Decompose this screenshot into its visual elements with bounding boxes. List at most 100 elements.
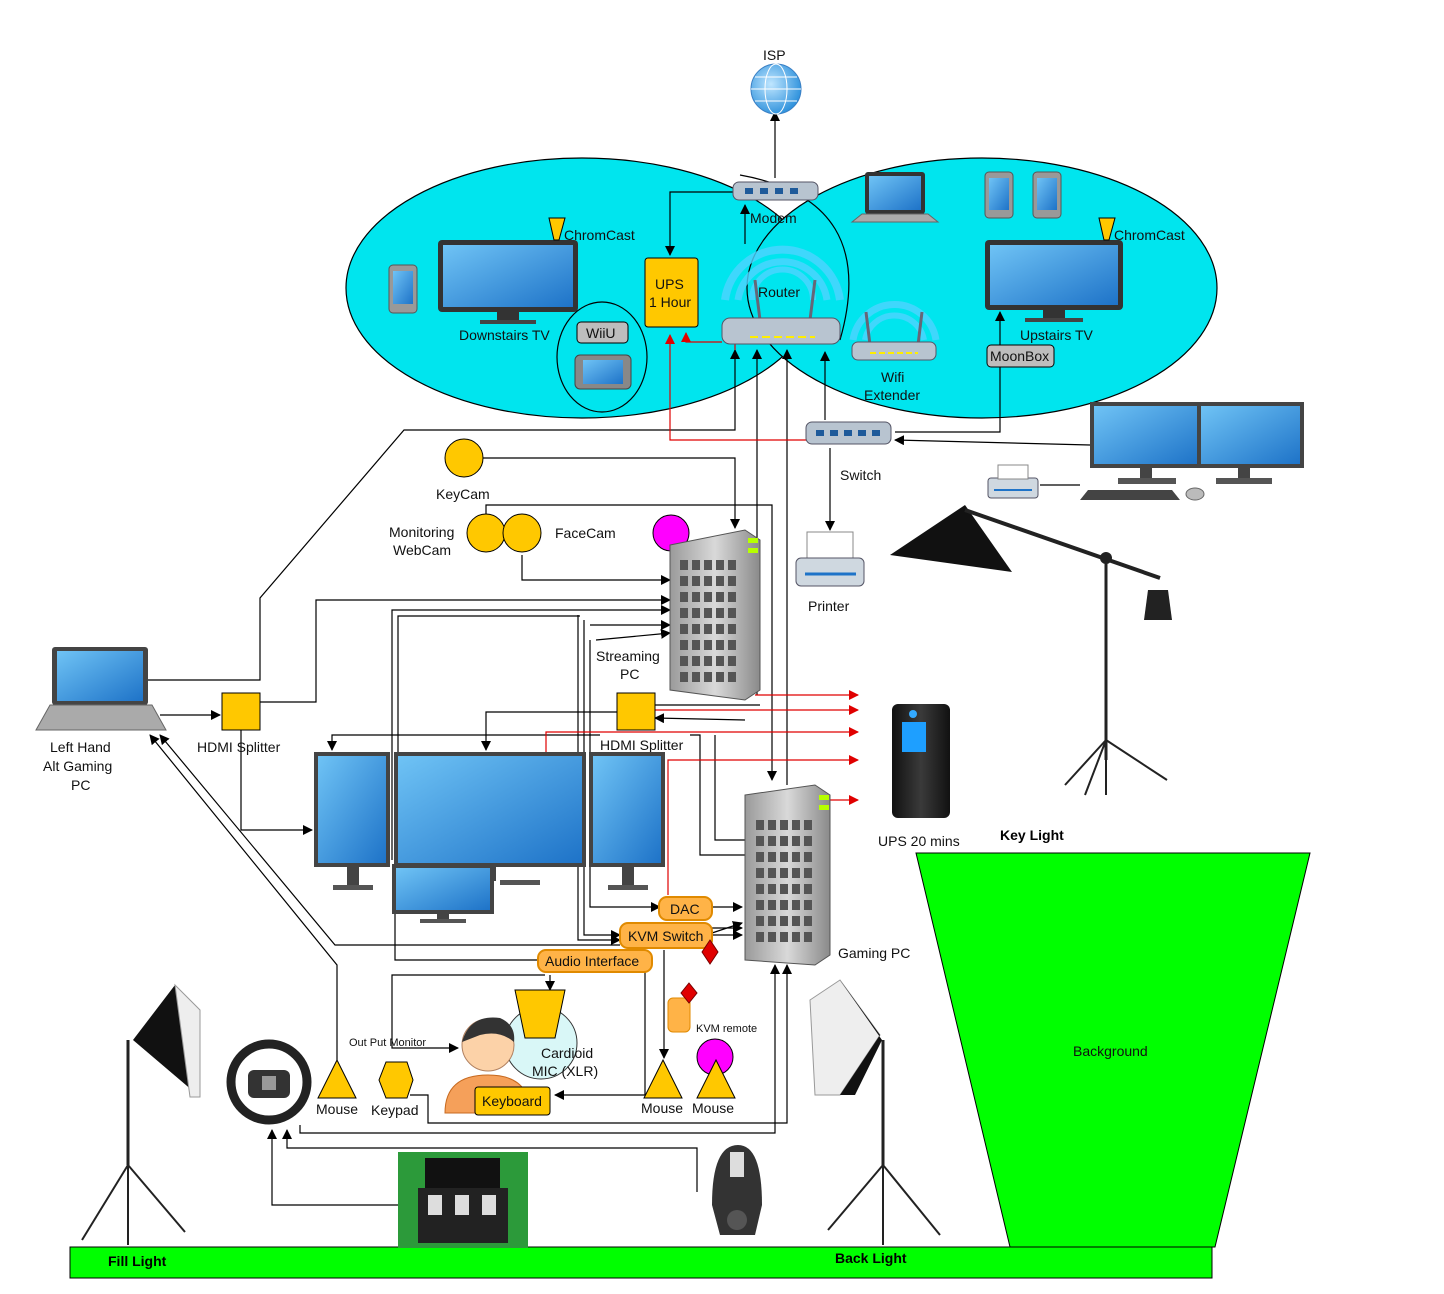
keycam-label: KeyCam [436, 486, 490, 502]
gear-shifter-icon[interactable] [712, 1145, 762, 1235]
wiiu-label: WiiU [586, 325, 616, 341]
kvm-switch-box[interactable] [619, 922, 713, 949]
back-light-label: Back Light [835, 1250, 907, 1266]
isp-globe-icon[interactable] [750, 63, 802, 115]
workstation-dual-monitor-icon[interactable] [1080, 402, 1304, 501]
chromecast-left-icon[interactable] [548, 217, 566, 241]
power-wiring [545, 330, 859, 895]
mouse-left-icon[interactable] [317, 1058, 357, 1099]
key-light-icon[interactable] [890, 505, 1172, 796]
fill-light-label: Fill Light [108, 1253, 167, 1269]
laptop-top-icon[interactable] [850, 172, 940, 223]
router-icon[interactable] [721, 245, 844, 345]
modem-label: Modem [750, 210, 797, 226]
left-pc-label-1: Left Hand [50, 739, 111, 755]
mouse-right-icon[interactable] [696, 1058, 736, 1099]
audio-interface-label: Audio Interface [545, 953, 639, 969]
left-pc-label-2: Alt Gaming [43, 758, 112, 774]
monitor-bottom-icon[interactable] [392, 864, 494, 923]
isp-label: ISP [763, 47, 786, 63]
streaming-pc-tower-icon[interactable] [669, 529, 761, 701]
dac-box[interactable] [658, 896, 713, 921]
router-label: Router [758, 284, 800, 300]
ups20-label: UPS 20 mins [878, 833, 960, 849]
monitor-center-icon[interactable] [394, 752, 586, 885]
moonbox-label: MoonBox [990, 348, 1049, 364]
cardioid-label-1: Cardioid [541, 1045, 593, 1061]
downstairs-tv-icon[interactable] [438, 240, 578, 324]
moonbox-button[interactable] [986, 344, 1055, 368]
dac-label: DAC [670, 901, 700, 917]
printer-label: Printer [808, 598, 850, 614]
switch-label: Switch [840, 467, 881, 483]
gaming-pc-tower-icon[interactable] [744, 784, 831, 966]
monitoring-webcam-label-1: Monitoring [389, 524, 454, 540]
monitor-left-icon[interactable] [314, 752, 390, 890]
keyboard-label: Keyboard [482, 1093, 542, 1109]
wiiu-button[interactable] [576, 321, 629, 344]
kvm-remote-diamond-icon [680, 982, 698, 1004]
kvm-switch-label: KVM Switch [628, 928, 703, 944]
kvm-remote-icon[interactable] [667, 997, 691, 1033]
ups-20-mins-icon[interactable] [892, 704, 950, 818]
printer-icon[interactable] [795, 531, 865, 587]
monitoring-webcam-icon[interactable] [466, 513, 506, 553]
keyboard-box[interactable] [474, 1086, 551, 1116]
upstairs-tv-label: Upstairs TV [1020, 327, 1094, 343]
keypad-label: Keypad [371, 1102, 418, 1118]
hdmi-splitter-right-label: HDMI Splitter [600, 737, 684, 753]
wifi-extender-icon[interactable] [849, 301, 940, 361]
mouse-1-label: Mouse [316, 1101, 358, 1117]
chromecast-right-icon[interactable] [1098, 217, 1116, 241]
desk-printer-icon[interactable] [987, 464, 1039, 499]
chromecast-right-label: ChromCast [1114, 227, 1185, 243]
left-pc-label-3: PC [71, 777, 90, 793]
chromecast-left-label: ChromCast [564, 227, 635, 243]
keycam-icon[interactable] [444, 438, 484, 478]
mouse-2-label: Mouse [641, 1100, 683, 1116]
monitoring-webcam-label-2: WebCam [393, 542, 451, 558]
hdmi-splitter-left-label: HDMI Splitter [197, 739, 281, 755]
phone-right-2-icon[interactable] [1032, 171, 1062, 219]
audio-interface-box[interactable] [537, 949, 653, 973]
wifi-extender-label-1: Wifi [881, 369, 904, 385]
gaming-pc-label: Gaming PC [838, 945, 910, 961]
phone-right-1-icon[interactable] [984, 171, 1014, 219]
ups-1-hour[interactable] [644, 257, 699, 328]
key-light-label: Key Light [1000, 827, 1064, 843]
streaming-pc-label-1: Streaming [596, 648, 660, 664]
facecam-label: FaceCam [555, 525, 616, 541]
streamer-person-icon [444, 1017, 531, 1114]
pedals-icon[interactable] [398, 1152, 528, 1248]
background-label: Background [1073, 1043, 1148, 1059]
streaming-pc-label-2: PC [620, 666, 639, 682]
fill-light-icon[interactable] [81, 983, 201, 1245]
hdmi-splitter-left[interactable] [221, 692, 261, 731]
wiiu-gamepad-icon[interactable] [574, 354, 632, 390]
mouse-3-label: Mouse [692, 1100, 734, 1116]
green-floor [69, 1246, 1213, 1279]
mouse-center-icon[interactable] [643, 1058, 683, 1099]
kvm-diamond-icon [701, 939, 719, 965]
hdmi-splitter-right[interactable] [616, 692, 656, 731]
ups1-label: UPS [655, 276, 684, 292]
upstairs-tv-icon[interactable] [985, 240, 1123, 322]
keypad-icon[interactable] [378, 1061, 414, 1099]
downstairs-tv-label: Downstairs TV [459, 327, 550, 343]
monitor-right-icon[interactable] [589, 752, 665, 890]
green-screen-background [915, 852, 1311, 1248]
wifi-extender-label-2: Extender [864, 387, 920, 403]
network-switch-icon[interactable] [805, 421, 892, 445]
left-laptop-icon[interactable] [35, 647, 167, 731]
steering-wheel-icon[interactable] [226, 1039, 312, 1125]
phone-left-icon[interactable] [388, 264, 418, 314]
facecam-icon[interactable] [502, 513, 542, 553]
kvm-remote-label: KVM remote [696, 1023, 757, 1035]
output-monitor-label: Out Put Monitor [349, 1037, 426, 1049]
ups1-label-b: 1 Hour [649, 294, 691, 310]
modem-icon[interactable] [732, 181, 819, 201]
cardioid-mic-icon[interactable] [514, 989, 566, 1039]
cardioid-label-2: MIC (XLR) [532, 1063, 598, 1079]
back-light-icon[interactable] [809, 979, 941, 1245]
